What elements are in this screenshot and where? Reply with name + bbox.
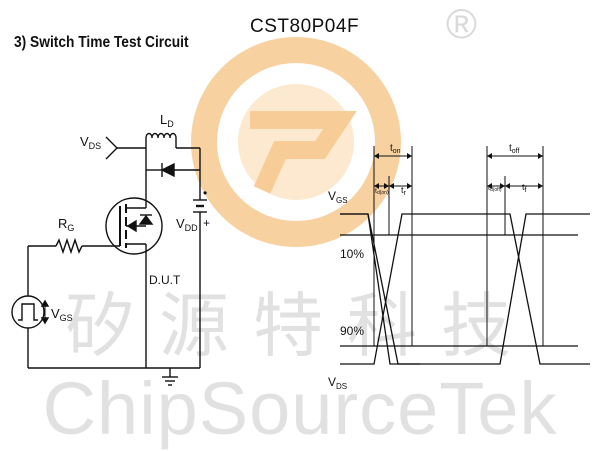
registered-mark-watermark: ®: [446, 0, 477, 47]
logo-glyph: [250, 111, 357, 194]
dimension-arrowheads: [374, 153, 543, 189]
body-diode: [138, 214, 154, 225]
logo-ring: [191, 37, 401, 247]
battery-plus: +: [203, 216, 210, 230]
section-heading: 3) Switch Time Test Circuit: [14, 34, 189, 51]
vgs-wave-label: VGS: [328, 189, 348, 205]
ton-label: ton: [390, 143, 401, 155]
tdoff-label: td(off): [488, 185, 502, 193]
vgs-arrow-up: [40, 299, 50, 307]
tdon-label: td(on): [375, 188, 389, 196]
pulse-icon: [18, 303, 38, 321]
chinese-watermark: 矽源特科技: [65, 285, 535, 367]
vgs-arrow-down: [40, 317, 50, 325]
part-number: CST80P04F: [250, 16, 360, 37]
english-watermark: ChipSourceTek: [42, 367, 558, 450]
vdd-label: VDD: [176, 216, 198, 233]
gate-resistor-rg: [55, 237, 83, 255]
pct10-label: 10%: [340, 247, 364, 261]
ld-label: LD: [160, 112, 174, 129]
mosfet-symbol: [105, 197, 163, 255]
vds-trace: [340, 213, 590, 365]
toff-label: toff: [509, 143, 519, 155]
rg-label: RG: [58, 216, 74, 233]
battery-minus-dot: •: [203, 186, 207, 200]
vgs-trace: [367, 213, 590, 365]
vds-label: VDS: [80, 134, 101, 151]
vds-wave-label: VDS: [328, 375, 347, 391]
vgs-source-label: VGS: [51, 306, 73, 323]
tr-label: tr: [401, 185, 407, 197]
inductor-ld: [145, 132, 177, 148]
tf-label: tf: [522, 182, 527, 194]
pct90-label: 90%: [340, 324, 364, 338]
dut-label: D.U.T: [149, 273, 181, 287]
